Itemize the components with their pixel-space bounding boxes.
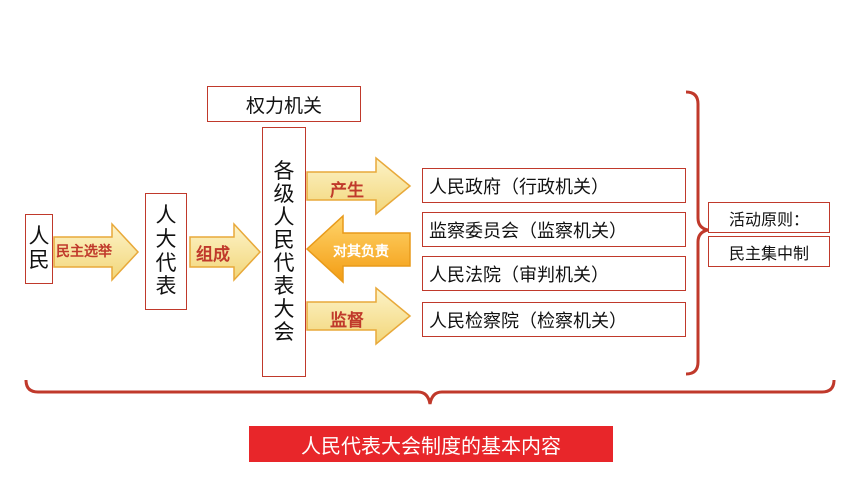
- congress-char: 表: [273, 274, 295, 299]
- congress-char: 各: [273, 158, 295, 183]
- organ-supervisory-commission: 监察委员会（监察机关）: [422, 212, 686, 247]
- power-organ-text: 权力机关: [245, 94, 322, 117]
- supervise-arrow: [306, 286, 412, 346]
- right-bracket: [685, 90, 709, 376]
- organ-supervisory-text: 监察委员会（监察机关）: [429, 220, 627, 242]
- power-organ-label: 权力机关: [207, 86, 361, 122]
- election-arrow: [53, 222, 140, 282]
- congress-char: 代: [273, 251, 295, 275]
- principle-label-box: 活动原则：: [708, 202, 830, 233]
- npc-char: 表: [155, 274, 177, 299]
- organ-government: 人民政府（行政机关）: [422, 168, 686, 203]
- principle-label: 活动原则：: [728, 209, 809, 229]
- compose-arrow: [189, 222, 262, 282]
- congress-char: 会: [273, 320, 295, 345]
- npc-char: 代: [155, 250, 177, 275]
- organ-government-text: 人民政府（行政机关）: [429, 176, 609, 198]
- people-char: 人: [28, 224, 50, 249]
- produce-label: 产生: [330, 181, 364, 201]
- npc-char: 大: [155, 226, 177, 251]
- people-box: 人 民: [25, 214, 53, 284]
- compose-label: 组成: [196, 245, 230, 265]
- responsible-label: 对其负责: [333, 244, 389, 260]
- congress-char: 人: [273, 204, 295, 229]
- organ-court: 人民法院（审判机关）: [422, 256, 686, 291]
- congress-char: 民: [273, 227, 295, 252]
- organ-court-text: 人民法院（审判机关）: [429, 264, 609, 286]
- npc-deputies-box: 人 大 代 表: [145, 193, 187, 310]
- congress-char: 大: [273, 297, 295, 322]
- responsible-arrow: [305, 214, 411, 284]
- election-label: 民主选举: [56, 244, 112, 260]
- npc-char: 人: [155, 203, 177, 228]
- footer-title: 人民代表大会制度的基本内容: [301, 433, 561, 458]
- produce-arrow: [306, 156, 412, 216]
- principle-value-box: 民主集中制: [708, 236, 830, 267]
- bottom-bracket: [24, 379, 836, 405]
- congress-char: 级: [273, 181, 295, 206]
- principle-value: 民主集中制: [728, 243, 809, 263]
- organ-procuratorate-text: 人民检察院（检察机关）: [429, 310, 627, 332]
- footer-title-banner: 人民代表大会制度的基本内容: [249, 426, 613, 462]
- organ-procuratorate: 人民检察院（检察机关）: [422, 302, 686, 337]
- peoples-congress-box: 各 级 人 民 代 表 大 会: [262, 127, 306, 377]
- supervise-label: 监督: [330, 311, 364, 331]
- people-char: 民: [28, 248, 50, 272]
